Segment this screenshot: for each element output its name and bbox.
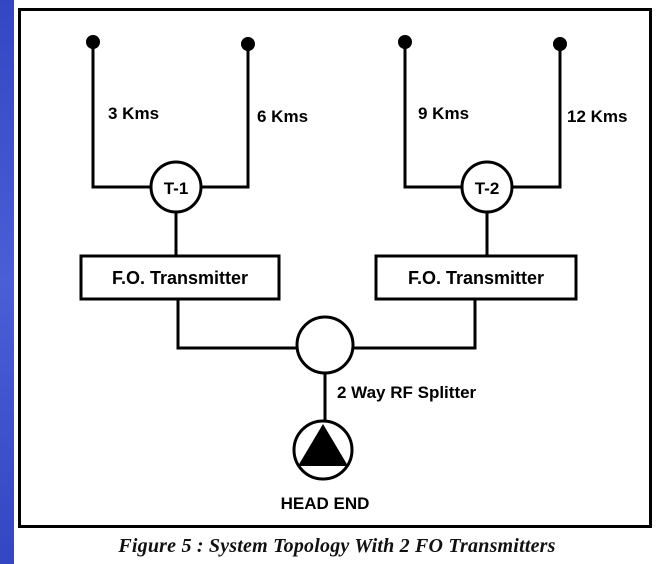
fo-transmitter-2-box	[374, 254, 578, 301]
figure-caption: Figure 5 : System Topology With 2 FO Tra…	[118, 535, 556, 557]
fo-transmitter-2-label: F.O. Transmitter	[408, 268, 544, 288]
endpoint-dot	[553, 37, 567, 51]
background-strip	[0, 0, 14, 564]
head-end-triangle-icon	[298, 424, 348, 466]
branch-line-12kms	[512, 44, 562, 189]
branch-line-6kms	[202, 44, 250, 189]
branch-label-12kms: 12 Kms	[567, 107, 627, 126]
head-end-label: HEAD END	[281, 494, 370, 513]
transmitter2-to-splitter-line	[354, 299, 477, 350]
splitter-label: 2 Way RF Splitter	[337, 383, 477, 402]
endpoint-dot	[398, 35, 412, 49]
fo-transmitter-1-label: F.O. Transmitter	[112, 268, 248, 288]
rf-splitter	[295, 315, 355, 375]
branch-line-3kms	[91, 42, 150, 189]
branch-label-9kms: 9 Kms	[418, 104, 469, 123]
transmitter1-to-splitter-line	[176, 299, 296, 350]
tap-label-t2: T-2	[475, 179, 500, 198]
endpoint-dot	[86, 35, 100, 49]
tap-t2	[460, 160, 514, 214]
tap-label-t1: T-1	[164, 179, 189, 198]
tap-t1	[149, 160, 203, 214]
branch-line-9kms	[403, 42, 462, 189]
fo-transmitter-1-box	[79, 254, 281, 301]
branch-label-6kms: 6 Kms	[257, 107, 308, 126]
endpoint-dot	[241, 37, 255, 51]
branch-label-3kms: 3 Kms	[108, 104, 159, 123]
